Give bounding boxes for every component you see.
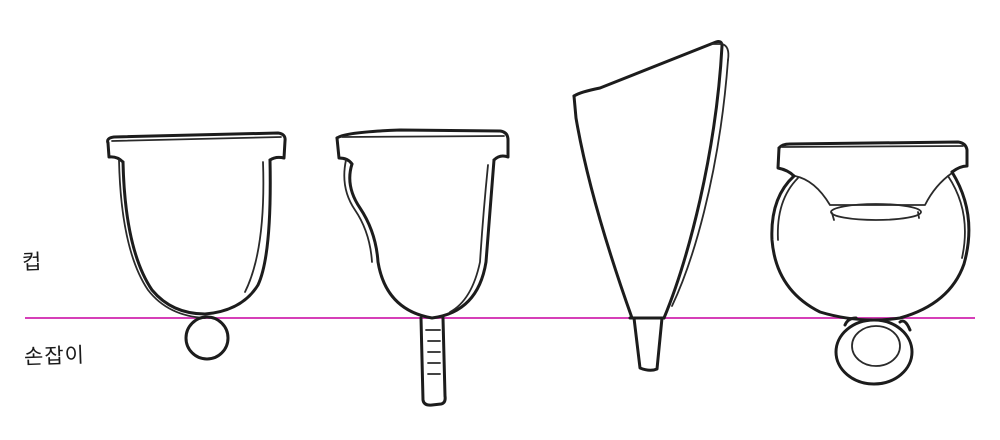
cup-label: 컵 xyxy=(21,246,42,277)
cup-4-ball-loop-handle xyxy=(772,142,969,384)
cup-1-ring-handle xyxy=(108,133,286,359)
handle-label: 손잡이 xyxy=(23,339,85,371)
cup-2-stem-handle xyxy=(337,130,508,405)
cup-3-cone-stem xyxy=(574,42,728,371)
